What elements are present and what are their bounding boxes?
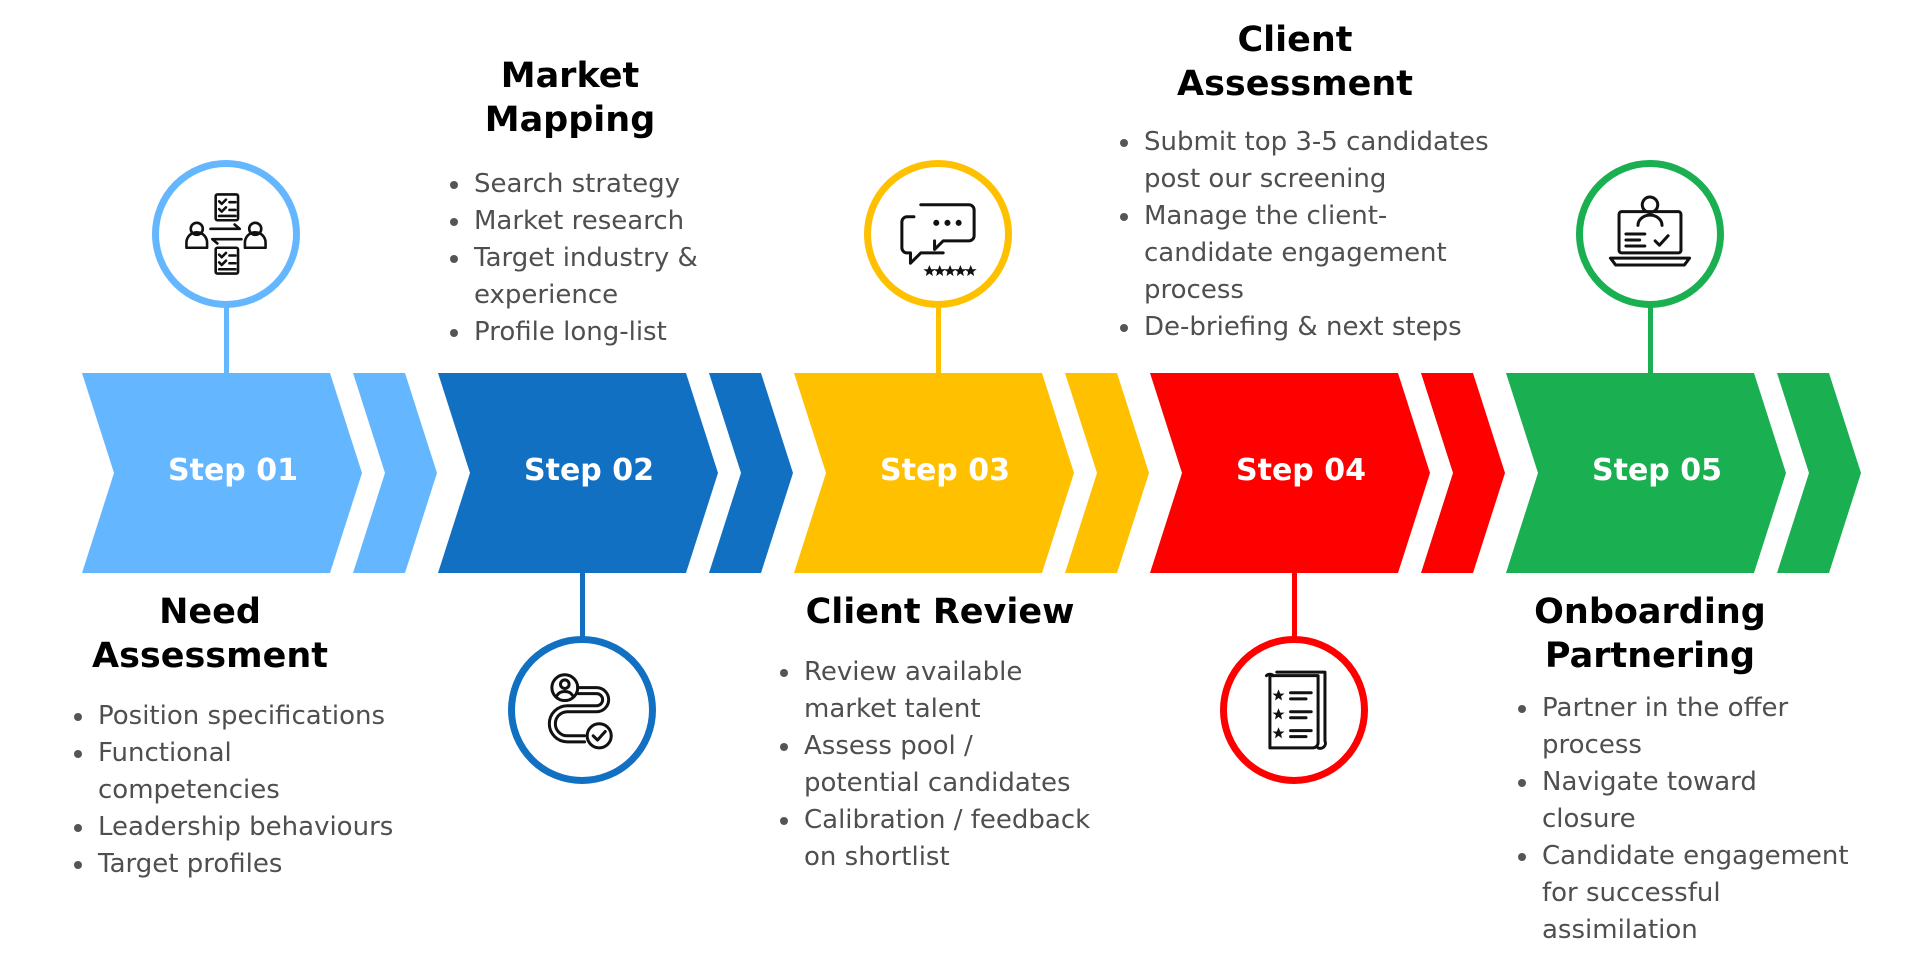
step-03-bullets: Review available market talent Assess po…	[772, 654, 1122, 876]
bullet-item: Profile long-list	[472, 314, 772, 351]
step-04-title: Client Assessment	[1176, 20, 1413, 104]
step-04-connector	[1292, 573, 1297, 638]
step-05-chevron-tail	[1777, 373, 1861, 573]
step-01-label: Step 01	[168, 453, 298, 488]
step-02-label: Step 02	[524, 453, 654, 488]
bullet-item: Navigate toward closure	[1540, 764, 1792, 838]
step-04-chevron-tail	[1421, 373, 1505, 573]
bullet-item: Target profiles	[96, 846, 436, 883]
step-05-icon-circle	[1576, 160, 1724, 308]
step-02-icon-circle	[508, 636, 656, 784]
step-01-title: Need Assessment	[91, 592, 328, 676]
step-01-bullets: Position specifications Functional compe…	[66, 698, 436, 883]
bullet-item: Assess pool / potential candidates	[802, 728, 1094, 802]
step-05-connector	[1648, 305, 1653, 373]
candidate-route-icon	[547, 673, 613, 750]
step-02-chevron	[438, 373, 718, 573]
step-04-chevron	[1150, 373, 1430, 573]
step-03-connector	[936, 305, 941, 373]
step-03-chevron	[794, 373, 1074, 573]
bullet-item: Position specifications	[96, 698, 436, 735]
step-03-chevron-tail	[1065, 373, 1149, 573]
bullet-item: Leadership behaviours	[96, 809, 436, 846]
bullet-item: Submit top 3-5 candidates post our scree…	[1142, 124, 1514, 198]
bullet-item: De-briefing & next steps	[1142, 309, 1542, 346]
step-01-chevron	[82, 373, 362, 573]
bullet-item: Search strategy	[472, 166, 772, 203]
bullet-item: Target industry & experience	[472, 240, 714, 314]
step-01-icon-circle	[152, 160, 300, 308]
checklist-exchange-icon	[185, 193, 267, 275]
step-01-connector	[224, 305, 229, 373]
bullet-item: Partner in the offer process	[1540, 690, 1822, 764]
bullet-item: Manage the client-candidate engagement p…	[1142, 198, 1474, 309]
bullet-item: Functional competencies	[96, 735, 298, 809]
step-02-bullets: Search strategy Market research Target i…	[442, 166, 772, 351]
bullet-item: Calibration / feedback on shortlist	[802, 802, 1104, 876]
step-02-title: Market Mapping	[484, 56, 656, 140]
step-05-title: Onboarding Partnering	[1534, 592, 1766, 676]
bullet-item: Candidate engagement for successful assi…	[1540, 838, 1872, 949]
step-02-chevron-tail	[709, 373, 793, 573]
step-05-label: Step 05	[1592, 453, 1722, 488]
step-05-bullets: Partner in the offer process Navigate to…	[1510, 690, 1900, 949]
step-04-label: Step 04	[1236, 453, 1366, 488]
bullet-item: Market research	[472, 203, 772, 240]
step-03-icon-circle	[864, 160, 1012, 308]
star-document-icon	[1264, 670, 1327, 750]
chat-rating-icon	[900, 203, 977, 277]
step-03-title: Client Review	[805, 592, 1075, 632]
step-05-chevron	[1506, 373, 1786, 573]
bullet-item: Review available market talent	[802, 654, 1044, 728]
step-01-chevron-tail	[353, 373, 437, 573]
step-03-label: Step 03	[880, 453, 1010, 488]
step-04-bullets: Submit top 3-5 candidates post our scree…	[1112, 124, 1542, 346]
step-02-connector	[580, 573, 585, 638]
laptop-person-icon	[1608, 195, 1692, 267]
step-04-icon-circle	[1220, 636, 1368, 784]
